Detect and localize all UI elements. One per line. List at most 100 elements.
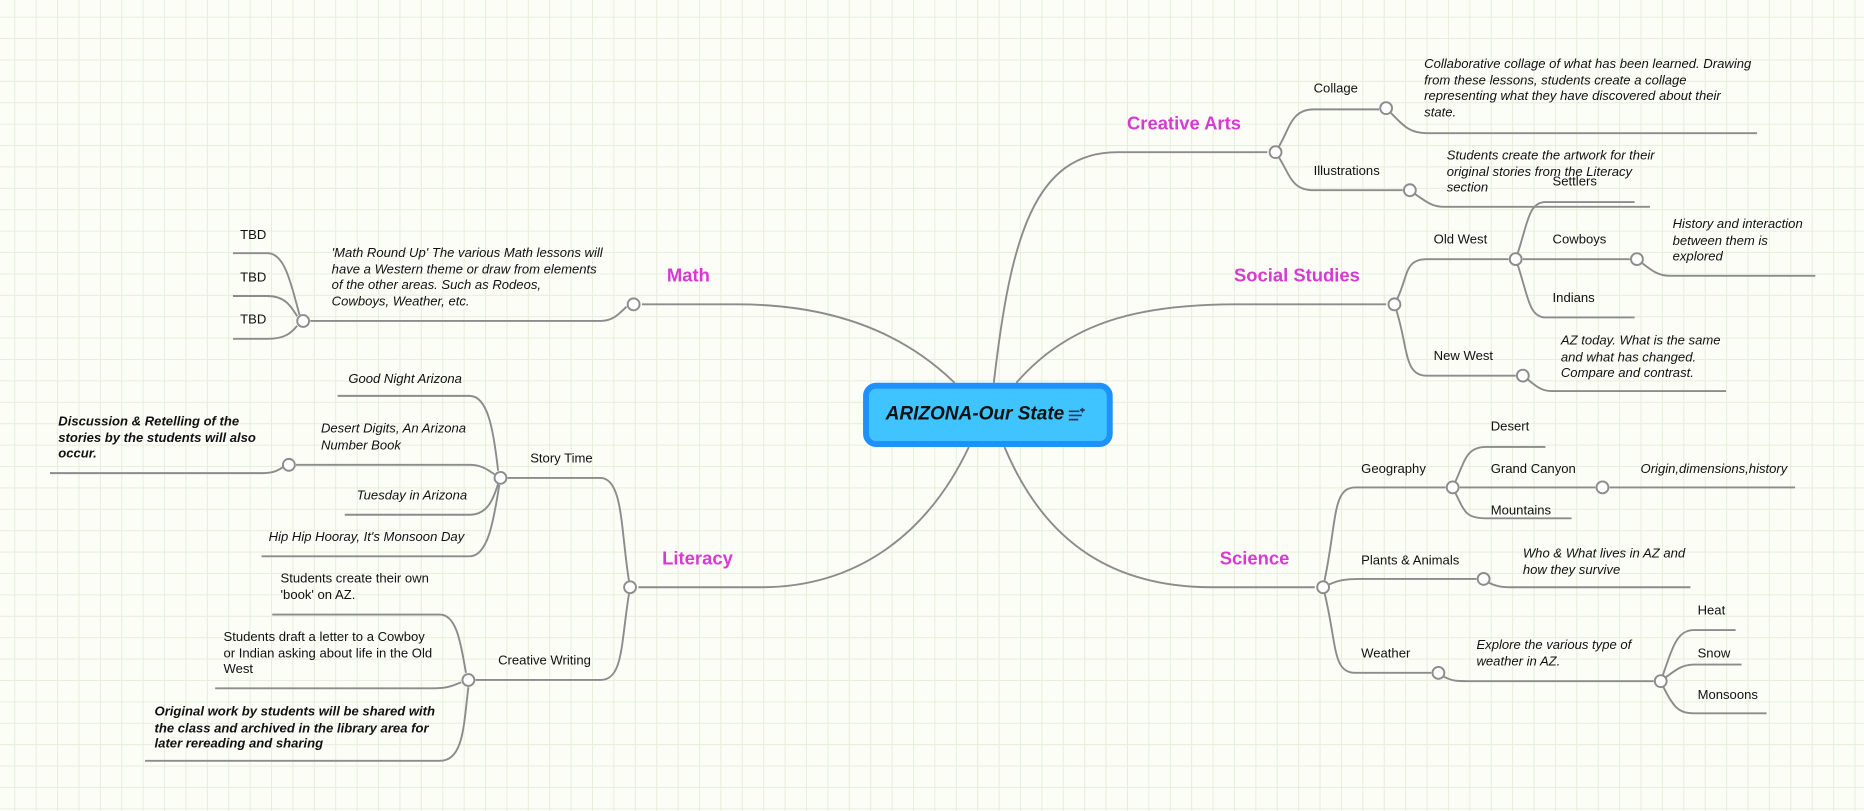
note-line: occur.	[58, 446, 97, 462]
collapse-node[interactable]	[461, 673, 476, 687]
note-line: Cowboys, Weather, etc.	[331, 294, 470, 309]
topic-weather[interactable]: Weather	[1361, 646, 1411, 661]
topic-heat[interactable]: Heat	[1697, 603, 1726, 619]
note-line: and what has changed.	[1560, 350, 1697, 365]
topic-plants-animals[interactable]: Plants & Animals	[1361, 553, 1460, 569]
note-line: 'Math Round Up' The various Math lessons…	[331, 246, 603, 261]
topic-collage[interactable]: Collage	[1313, 82, 1358, 97]
note-line: section	[1446, 180, 1489, 195]
topic-line: West	[223, 662, 254, 677]
note-line: Discussion & Retelling of the	[58, 414, 240, 430]
note-line: Students create the artwork for their	[1446, 148, 1655, 163]
topic-literacy[interactable]: Literacy	[662, 549, 733, 570]
collapse-node[interactable]	[1379, 101, 1394, 116]
topic-line: Students create their own	[280, 571, 429, 587]
note-line: representing what they have discovered a…	[1424, 89, 1721, 104]
collapse-node[interactable]	[1515, 368, 1530, 383]
collapse-node[interactable]	[1316, 580, 1331, 595]
note-line: AZ today. What is the same	[1560, 334, 1721, 349]
collapse-node[interactable]	[296, 314, 311, 328]
note-line: between them is	[1672, 233, 1768, 248]
collapse-node[interactable]	[1445, 480, 1460, 495]
note-line: from these lessons, students create a co…	[1424, 73, 1687, 88]
collapse-node[interactable]	[1476, 572, 1491, 586]
note-line: weather in AZ.	[1476, 654, 1561, 669]
collapse-node[interactable]	[1653, 674, 1668, 689]
topic-line: 'book' on AZ.	[280, 587, 356, 603]
collapse-node[interactable]	[1595, 480, 1610, 495]
note-line: original stories from the Literacy	[1446, 164, 1633, 179]
note-line: explored	[1672, 249, 1723, 264]
note-line: later rereading and sharing	[154, 737, 324, 752]
book-line: Number Book	[320, 438, 401, 453]
note-line: Collaborative collage of what has been l…	[1424, 57, 1752, 72]
topic-book[interactable]: Tuesday in Arizona	[356, 488, 468, 503]
note-line: stories by the students will also	[58, 430, 256, 446]
root-title: ARIZONA-Our State	[885, 404, 1065, 425]
topic-book[interactable]: Hip Hip Hooray, It's Monsoon Day	[268, 530, 465, 545]
topic-cowboys[interactable]: Cowboys	[1552, 233, 1607, 248]
note-math[interactable]: 'Math Round Up' The various Math lessons…	[332, 246, 603, 310]
topic-mountains[interactable]: Mountains	[1490, 504, 1552, 519]
topic-science[interactable]: Science	[1219, 549, 1290, 570]
note-line: Compare and contrast.	[1560, 366, 1694, 381]
topic-old-west[interactable]: Old West	[1433, 233, 1488, 248]
collapse-node[interactable]	[1402, 183, 1417, 198]
topic-line: or Indian asking about life in the Old	[223, 646, 433, 661]
root-topic[interactable]: ARIZONA-Our State	[863, 382, 1113, 447]
topic-tbd[interactable]: TBD	[240, 312, 267, 327]
topic-monsoons[interactable]: Monsoons	[1697, 688, 1758, 703]
topic-creative-arts[interactable]: Creative Arts	[1126, 114, 1241, 135]
note-grand-canyon[interactable]: Origin,dimensions,history	[1640, 462, 1788, 477]
topic-indians[interactable]: Indians	[1552, 291, 1595, 306]
note-line: of the other areas. Such as Rodeos,	[331, 278, 542, 293]
collapse-node[interactable]	[623, 580, 637, 595]
collapse-node[interactable]	[1431, 665, 1446, 680]
note-line: Original work by students will be shared…	[154, 704, 436, 720]
topic-grand-canyon[interactable]: Grand Canyon	[1490, 462, 1576, 477]
topic-book[interactable]: Good Night Arizona	[348, 372, 462, 387]
collapse-node[interactable]	[493, 470, 508, 485]
topic-snow[interactable]: Snow	[1697, 646, 1731, 661]
note-line: the class and archived in the library ar…	[154, 720, 429, 736]
topic-illustrations[interactable]: Illustrations	[1313, 164, 1380, 179]
topic-own-book[interactable]: Students create their own'book' on AZ.	[281, 572, 429, 604]
topic-settlers[interactable]: Settlers	[1552, 174, 1597, 190]
topic-story-time[interactable]: Story Time	[530, 451, 593, 467]
note-line: History and interaction	[1672, 217, 1803, 232]
topic-tbd[interactable]: TBD	[240, 228, 267, 243]
topic-tbd[interactable]: TBD	[240, 271, 267, 286]
topic-line: Students draft a letter to a Cowboy	[223, 630, 425, 645]
topic-new-west[interactable]: New West	[1433, 349, 1494, 364]
note-collage[interactable]: Collaborative collage of what has been l…	[1424, 57, 1751, 121]
collapse-node[interactable]	[1268, 145, 1283, 160]
collapse-node[interactable]	[1387, 297, 1402, 312]
note-line: Explore the various type of	[1476, 638, 1632, 653]
collapse-node[interactable]	[1630, 252, 1644, 267]
note-add-icon[interactable]	[1068, 407, 1086, 422]
note-line: Who & What lives in AZ and	[1522, 546, 1686, 562]
note-line: have a Western theme or draw from elemen…	[331, 262, 597, 277]
topic-social-studies[interactable]: Social Studies	[1233, 266, 1360, 287]
topic-geography[interactable]: Geography	[1361, 462, 1426, 477]
book-line: Desert Digits, An Arizona	[320, 422, 467, 437]
note-original-work[interactable]: Original work by students will be shared…	[155, 705, 435, 753]
collapse-node[interactable]	[281, 457, 296, 472]
topic-desert[interactable]: Desert	[1490, 419, 1530, 434]
collapse-node[interactable]	[626, 297, 641, 312]
topic-math[interactable]: Math	[666, 266, 710, 287]
collapse-node[interactable]	[1508, 252, 1523, 267]
note-line: how they survive	[1522, 562, 1621, 578]
note-line: state.	[1424, 105, 1457, 120]
topic-creative-writing[interactable]: Creative Writing	[498, 653, 591, 669]
